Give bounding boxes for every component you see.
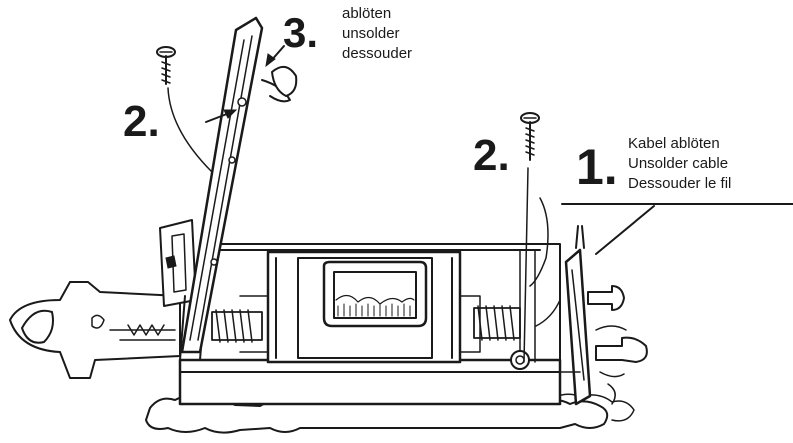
- motor-body: [266, 250, 462, 364]
- rear-end-plate: [564, 225, 592, 406]
- step-3-line-en: unsolder: [342, 25, 400, 42]
- step-1-note: Kabel ablöten Unsolder cable Dessouder l…: [628, 134, 731, 194]
- right-worm-gear: [459, 295, 530, 370]
- chassis-frame: [178, 243, 562, 406]
- step-2-left-number: 2.: [123, 97, 160, 146]
- front-coupler: [9, 281, 181, 379]
- pointer-arrows: [205, 45, 793, 255]
- step-1-line-de: Kabel ablöten: [628, 135, 720, 152]
- lifted-contact-plate: [180, 16, 298, 354]
- step-2-right-number: 2.: [473, 131, 510, 180]
- step-3-line-de: ablöten: [342, 5, 392, 22]
- step-3-number: 3.: [283, 9, 319, 56]
- screw-right: [520, 112, 540, 161]
- screw-left: [156, 46, 176, 85]
- left-worm-gear: [211, 295, 269, 353]
- step-3-note: ablöten unsolder dessouder: [342, 4, 412, 64]
- cables: [167, 87, 581, 373]
- step-3-line-fr: dessouder: [342, 45, 413, 62]
- rear-buffers: [587, 285, 648, 405]
- step-1-line-en: Unsolder cable: [628, 155, 729, 172]
- step-1-number: 1.: [576, 139, 618, 195]
- step-1-line-fr: Dessouder le fil: [628, 175, 732, 192]
